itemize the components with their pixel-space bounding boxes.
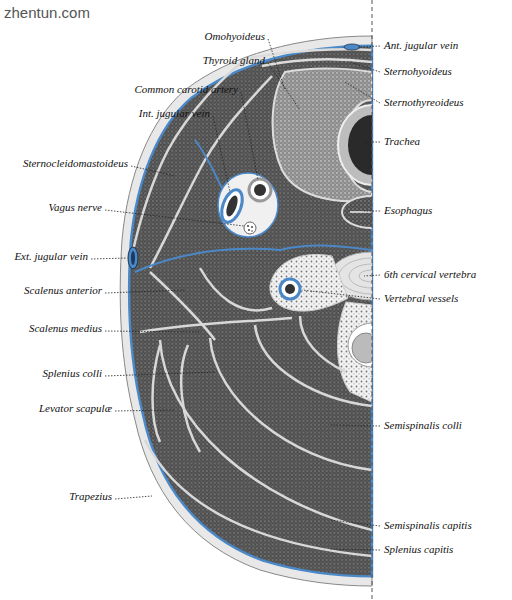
fascia-line [195,140,222,188]
illustration-part [213,116,230,192]
part-label: Semispinalis capitis [384,519,472,532]
part-label: Splenius capitis [384,543,453,556]
carotid-sheath [218,173,278,237]
watermark: zhentun.com [4,4,90,21]
part-label: Int. jugular vein [139,107,210,120]
fascia-line [262,59,372,66]
vagus-nerve [244,222,256,234]
illustration-part [268,63,300,110]
illustration-part [115,410,175,411]
fascia-line [255,325,372,406]
illustration-part [105,372,215,376]
illustration-part [254,184,266,196]
fascia-line [153,345,161,442]
illustration-part [302,290,380,299]
part-label: Common carotid artery [135,83,238,96]
illustration-part [350,62,380,72]
leader-lines [91,39,380,550]
part-label: 6th cervical vertebra [384,268,476,281]
part-label: Levator scapulæ [39,402,112,415]
illustration-part [345,82,380,103]
illustration-part [251,230,253,232]
internal-jugular-vein [218,187,247,225]
part-label: Sternocleidomastoideus [23,157,128,170]
fascia-line [145,440,372,556]
illustration-part [358,46,380,47]
part-label: Scalenus medius [29,322,102,335]
spinal-cord [352,333,380,363]
illustration-part [105,210,244,226]
part-label: Ant. jugular vein [384,39,458,52]
part-label: Semispinalis colli [384,419,462,432]
fascia-line [140,318,292,332]
fascia-line [200,268,272,310]
illustration-part [115,496,152,499]
transverse-process [270,254,348,311]
anterior-jugular-vein [344,44,360,50]
part-label: Sternohyoideus [384,65,452,78]
fascia-line [300,316,346,372]
illustration-part [330,425,380,426]
part-label: Vertebral vessels [384,292,458,305]
part-label: Sternothyreoideus [384,96,464,109]
skin [120,36,372,586]
illustration-part [364,275,380,276]
part-label: Esophagus [384,204,432,217]
part-label: Trachea [384,135,420,148]
illustration-part [91,258,127,259]
illustration-part [364,142,380,143]
part-label: Splenius colli [42,367,102,380]
illustration-part [330,520,380,526]
illustration-part [131,166,175,176]
illustration-part [131,251,135,265]
vertebral-vessels [280,279,300,299]
part-label: Vagus nerve [49,201,102,214]
structures [130,49,414,556]
illustration-part [241,92,258,180]
fascia-line [250,49,372,58]
fascia-line [210,338,372,470]
illustration-part [105,290,185,293]
external-jugular-vein [128,247,138,269]
illustration-part [251,226,253,228]
common-carotid-artery [249,179,271,201]
esophagus-lumen [350,211,372,213]
illustration-part [120,36,372,586]
part-label: Trapezius [69,490,112,503]
illustration-part [268,39,285,90]
illustration-part [364,211,380,212]
illustration-part [224,194,240,218]
part-label: Thyroid gland [203,54,265,67]
illustration-part [248,229,250,231]
illustration-part [285,284,295,294]
illustration-part [330,549,380,550]
illustration-part [247,225,249,227]
fascia-line [150,76,272,268]
part-label: Ext. jugular vein [14,250,88,263]
fascia-line [130,60,245,265]
illustration-part [105,331,200,332]
part-label: Omohyoideus [205,30,266,43]
fascia-line [181,345,200,452]
midline [372,0,373,600]
part-label: Scalenus anterior [24,284,102,297]
illustration-part [129,46,372,577]
